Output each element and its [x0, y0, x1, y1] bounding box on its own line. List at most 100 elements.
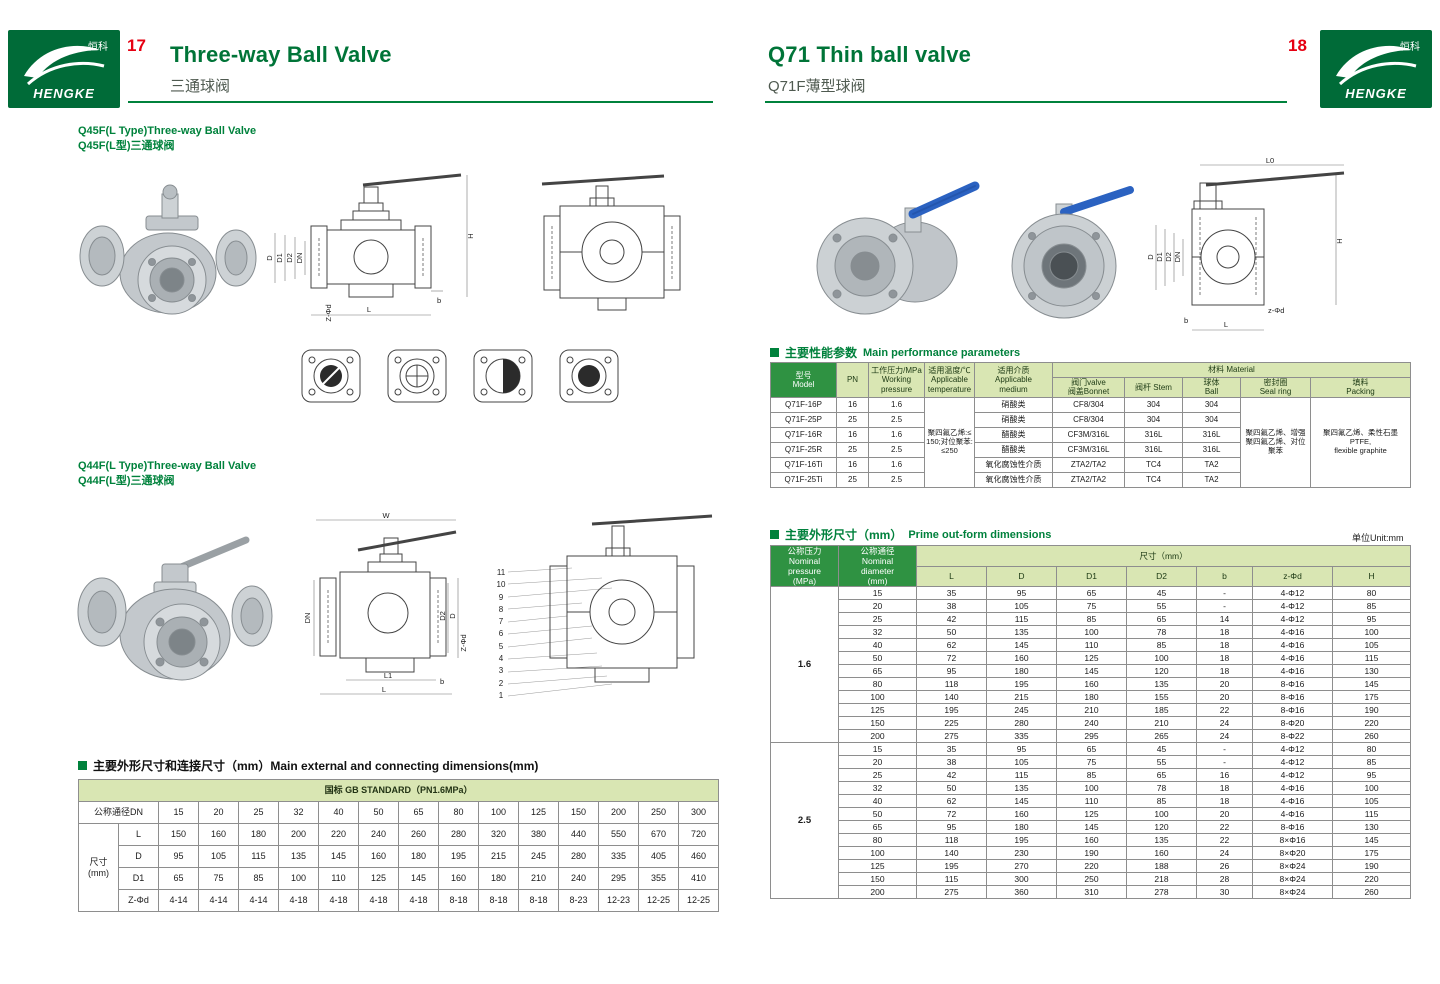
dim-value: 65 [158, 867, 199, 890]
dim-value: 145 [1056, 820, 1127, 835]
dim-value: 140 [916, 690, 987, 705]
stem-cell: 304 [1124, 411, 1183, 428]
dim-value: 78 [1126, 625, 1197, 640]
dim-value: 460 [677, 845, 720, 868]
dim-value: 95 [158, 845, 199, 868]
dim-value: 240 [558, 867, 599, 890]
unit-label: 单位Unit:mm [1352, 533, 1404, 543]
dim-value: 15 [838, 586, 917, 601]
dim-label-zd: Z-Φd [459, 634, 468, 651]
dim-value: 245 [986, 703, 1057, 718]
pn-cell: 16 [836, 396, 869, 413]
dim-value: 45 [1126, 742, 1197, 757]
dim-value: 38 [916, 599, 987, 614]
dim-value: 160 [1056, 833, 1127, 848]
dim-value: 22 [1196, 703, 1253, 718]
dim-value: 12-23 [598, 889, 639, 912]
dim-value: 4-Φ12 [1252, 599, 1333, 614]
section-q44f-title-en: Q44F(L Type)Three-way Ball Valve [78, 460, 257, 472]
dim-value: 75 [198, 867, 239, 890]
dim-value: 8-Φ16 [1252, 820, 1333, 835]
dim-value: 100 [1126, 651, 1197, 666]
part-number: 2 [498, 678, 504, 688]
model-cell: Q71F-16R [770, 426, 837, 443]
part-number: 3 [498, 666, 504, 676]
dim-value: 22 [1196, 833, 1253, 848]
dim-value: 180 [398, 845, 439, 868]
dim-value: 295 [598, 867, 639, 890]
q44f-valve-photo [70, 512, 285, 712]
dn-value: 65 [398, 801, 439, 824]
dim-value: 105 [1331, 638, 1412, 653]
q44f-section-drawing [492, 508, 720, 713]
dim-value: 20 [838, 599, 917, 614]
dim-value: 4-Φ16 [1252, 794, 1333, 809]
dim-value: - [1196, 742, 1253, 757]
dim-value: 4-Φ16 [1252, 651, 1333, 666]
dim-value: 195 [986, 833, 1057, 848]
header-dim-col: H [1331, 565, 1412, 588]
dim-value: 188 [1126, 859, 1197, 874]
bonnet-cell: CF8/304 [1052, 411, 1125, 428]
dim-label-d: D [1148, 254, 1155, 260]
dim-value: 38 [916, 755, 987, 770]
dim-value: 100 [1126, 807, 1197, 822]
dim-value: 4-Φ16 [1252, 807, 1333, 822]
gb-table-title-text: 主要外形尺寸和连接尺寸（mm）Main external and connect… [93, 759, 539, 773]
flange-pattern-drawing-1 [301, 349, 361, 403]
dim-value: 220 [318, 823, 359, 846]
dim-value: 4-Φ16 [1252, 664, 1333, 679]
header-medium: 适用介质 Applicable medium [974, 362, 1053, 398]
dim-value: 14 [1196, 612, 1253, 627]
out-table-title: 主要外形尺寸（mm） Prime out-form dimensions [770, 526, 1051, 543]
dn-value: 80 [438, 801, 479, 824]
dim-value: 85 [238, 867, 279, 890]
dim-value: 720 [677, 823, 720, 846]
dim-value: 18 [1196, 638, 1253, 653]
dim-value: 8-18 [478, 889, 519, 912]
dim-value: 150 [158, 823, 199, 846]
pressure-cell: 1.6 [868, 456, 925, 473]
dim-label-zd: Z-Φd [324, 304, 333, 321]
header-dim-col: D1 [1056, 565, 1127, 588]
header-size-band: 尺寸（mm） [915, 545, 1412, 567]
model-cell: Q71F-16P [770, 396, 837, 413]
dim-value: 440 [558, 823, 599, 846]
dim-value: 300 [986, 872, 1057, 887]
part-number: 1 [498, 690, 504, 700]
dim-value: 215 [986, 690, 1057, 705]
dim-value: 8-Φ16 [1252, 703, 1333, 718]
dim-value: 50 [916, 625, 987, 640]
dim-value: 4-Φ12 [1252, 768, 1333, 783]
dim-value: 55 [1126, 755, 1197, 770]
dim-row-label: D1 [118, 867, 159, 890]
header-pn: PN [836, 362, 869, 398]
dim-label-d: D [448, 613, 457, 619]
ball-cell: 304 [1182, 396, 1241, 413]
part-number: 7 [498, 617, 504, 627]
pressure-cell: 2.5 [868, 441, 925, 458]
header-dim-col: b [1196, 565, 1253, 588]
dim-label-d1: D1 [275, 253, 284, 263]
leaf-icon [24, 45, 100, 78]
dim-value: 260 [398, 823, 439, 846]
brand-logo-icon: 恒科 HENGKE [1336, 40, 1420, 101]
dim-label-l0: L0 [1266, 156, 1274, 165]
pn-cell: 25 [836, 471, 869, 488]
dim-value: 160 [986, 807, 1057, 822]
dim-value: 135 [986, 625, 1057, 640]
dim-value: 4-14 [198, 889, 239, 912]
dim-value: 130 [1331, 820, 1412, 835]
dim-value: 260 [1331, 729, 1412, 744]
dim-value: 105 [986, 599, 1057, 614]
dim-value: 410 [677, 867, 720, 890]
dim-value: 20 [1196, 807, 1253, 822]
dim-value: 190 [1056, 846, 1127, 861]
pressure-cell: 2.5 [868, 411, 925, 428]
dim-value: 32 [838, 625, 917, 640]
green-square-icon [78, 761, 87, 770]
gb-table-title: 主要外形尺寸和连接尺寸（mm）Main external and connect… [78, 757, 538, 774]
dim-value: 100 [278, 867, 319, 890]
ball-cell: TA2 [1182, 456, 1241, 473]
dim-value: 180 [478, 867, 519, 890]
